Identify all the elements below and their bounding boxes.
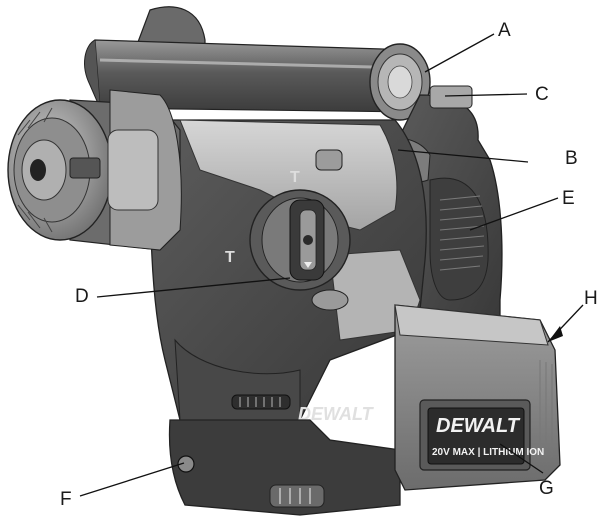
leader-a <box>424 33 495 73</box>
callout-label-c: C <box>535 84 549 105</box>
leader-d <box>96 277 291 298</box>
callout-label-f: F <box>60 489 72 510</box>
mode-glyph-top: T <box>290 169 300 186</box>
belt-hook-screw <box>177 455 195 473</box>
leader-c <box>444 93 528 97</box>
mode-glyph-left: T <box>225 249 235 266</box>
leader-lines <box>79 33 584 497</box>
vent-slots <box>231 394 291 410</box>
battery-voltage-label: 20V MAX | LITHIUM ION <box>432 447 544 458</box>
leader-g <box>499 443 544 474</box>
chuck-assembly <box>7 89 182 251</box>
leader-b <box>397 149 529 163</box>
side-handle <box>84 6 431 121</box>
base-foot <box>168 419 401 516</box>
body-brand-logo: DEWALT <box>298 404 375 424</box>
lock-button <box>429 85 473 109</box>
callout-label-g: G <box>539 478 554 499</box>
arrowhead-h <box>548 326 563 342</box>
callout-label-e: E <box>562 188 575 209</box>
callout-label-h: H <box>584 288 598 309</box>
battery-brand-logo: DEWALT <box>436 415 521 437</box>
callout-label-b: B <box>565 148 578 169</box>
callout-label-a: A <box>498 20 511 41</box>
leader-e <box>469 197 559 231</box>
grip-texture <box>439 195 485 271</box>
callout-label-d: D <box>75 286 89 307</box>
battery-pack <box>394 304 561 491</box>
leader-f <box>79 462 185 497</box>
mode-selector-dial <box>249 189 351 291</box>
